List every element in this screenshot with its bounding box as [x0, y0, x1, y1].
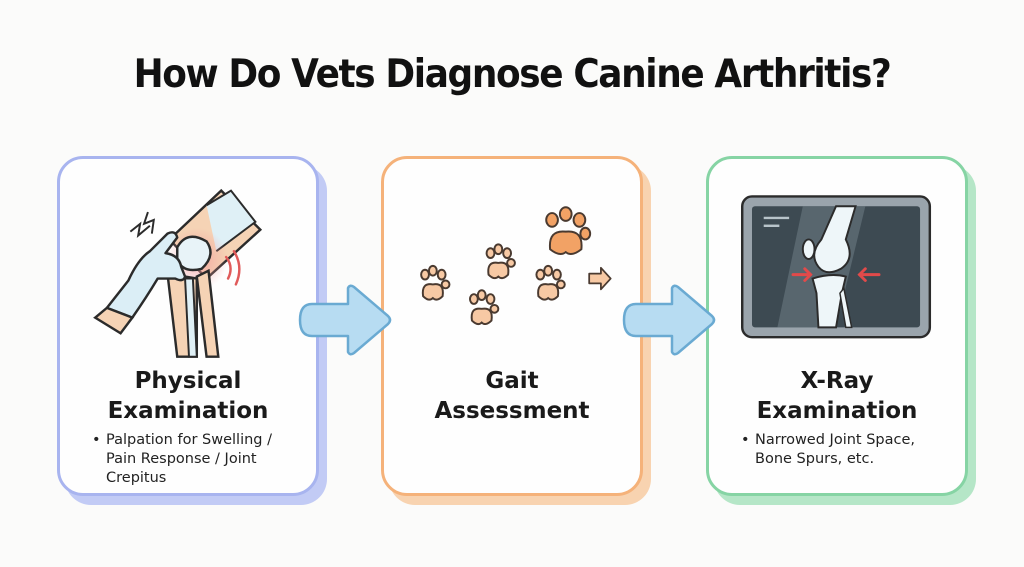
- step-bullet: • Palpation for Swelling / Pain Response…: [90, 431, 302, 488]
- page-title: How Do Vets Diagnose Canine Arthritis?: [133, 52, 892, 97]
- step-title-line-1: Physical: [134, 368, 242, 394]
- bullet-text: Palpation for Swelling / Pain Response /…: [106, 432, 272, 486]
- step-card-physical-examination: Physical Examination • Palpation for Swe…: [57, 156, 319, 496]
- step-title-line-2: Examination: [107, 398, 269, 424]
- step-title-line-1: X-Ray: [800, 368, 874, 394]
- step-title-line-2: Examination: [756, 398, 918, 424]
- step-title-line-1: Gait: [485, 368, 539, 394]
- xray-knee-icon: [741, 195, 932, 339]
- step-card-gait-assessment: Gait Assessment: [381, 156, 643, 496]
- step-title: X-Ray Examination: [709, 366, 965, 426]
- paw-prints-icon: [420, 206, 612, 326]
- step-bullet: • Narrowed Joint Space, Bone Spurs, etc.: [739, 431, 951, 469]
- step-title: Gait Assessment: [384, 366, 640, 426]
- step-title-line-2: Assessment: [434, 398, 590, 424]
- bullet-text: Narrowed Joint Space, Bone Spurs, etc.: [755, 432, 916, 467]
- bullet-icon: •: [741, 432, 750, 448]
- bullet-icon: •: [92, 432, 101, 448]
- right-arrow-icon: [622, 284, 716, 356]
- right-arrow-icon: [298, 284, 392, 356]
- knee-palpation-icon: [93, 188, 263, 358]
- step-title: Physical Examination: [60, 366, 316, 426]
- step-card-xray-examination: X-Ray Examination • Narrowed Joint Space…: [706, 156, 968, 496]
